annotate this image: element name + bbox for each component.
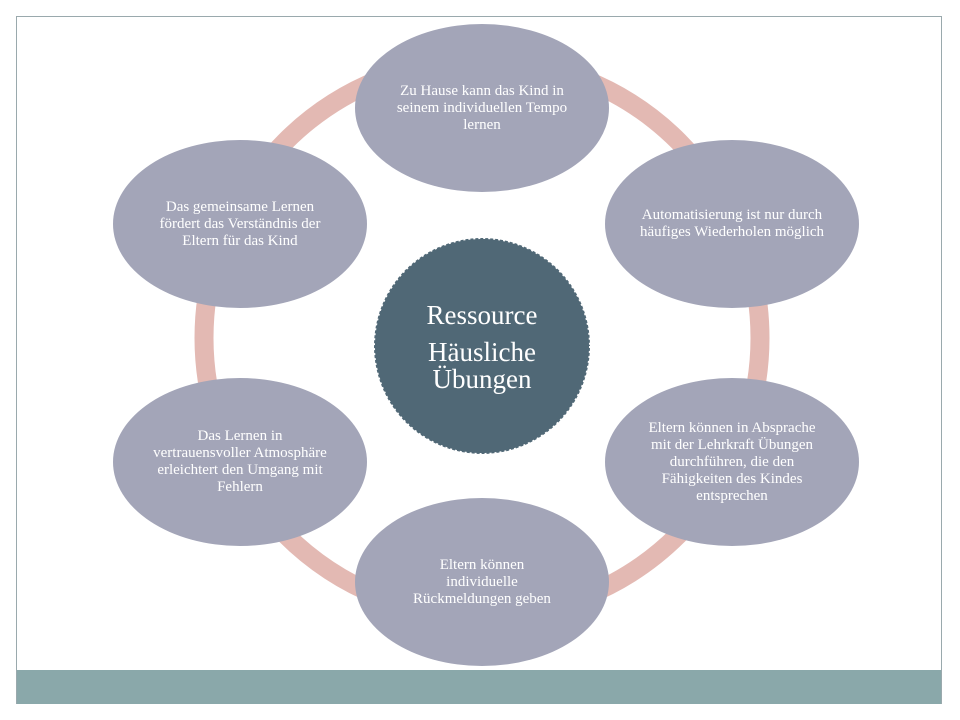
node-1-text: Zu Hause kann das Kind in seinem individ… (396, 82, 568, 133)
node-3-text: Eltern können in Absprache mit der Lehrk… (648, 419, 816, 504)
node-shape-3 (605, 378, 859, 546)
node-6-text: Das gemeinsame Lernen fördert das Verstä… (159, 198, 321, 249)
node-4: Eltern können individuelle Rückmeldungen… (355, 498, 609, 666)
center-node: Ressource Häusliche Übungen (374, 238, 590, 454)
node-5-text: Das Lernen in vertrauensvoller Atmosphär… (153, 428, 327, 495)
node-shape-1 (355, 24, 609, 192)
center-subtitle: Häusliche Übungen (428, 337, 536, 394)
center-shape (373, 237, 591, 455)
node-shape-2 (605, 140, 859, 308)
node-shape-6 (113, 140, 367, 308)
node-2: Automatisierung ist nur durch häufiges W… (605, 140, 859, 308)
node-5: Das Lernen in vertrauensvoller Atmosphär… (113, 378, 367, 546)
footer-bar (17, 670, 941, 704)
center-title: Ressource (426, 300, 538, 330)
node-4-text: Eltern können individuelle Rückmeldungen… (413, 556, 551, 607)
node-3: Eltern können in Absprache mit der Lehrk… (605, 378, 859, 546)
node-6: Das gemeinsame Lernen fördert das Verstä… (113, 140, 367, 308)
node-shape-4 (355, 498, 609, 666)
node-1: Zu Hause kann das Kind in seinem individ… (355, 24, 609, 192)
node-shape-5 (113, 378, 367, 546)
node-2-text: Automatisierung ist nur durch häufiges W… (639, 207, 825, 240)
